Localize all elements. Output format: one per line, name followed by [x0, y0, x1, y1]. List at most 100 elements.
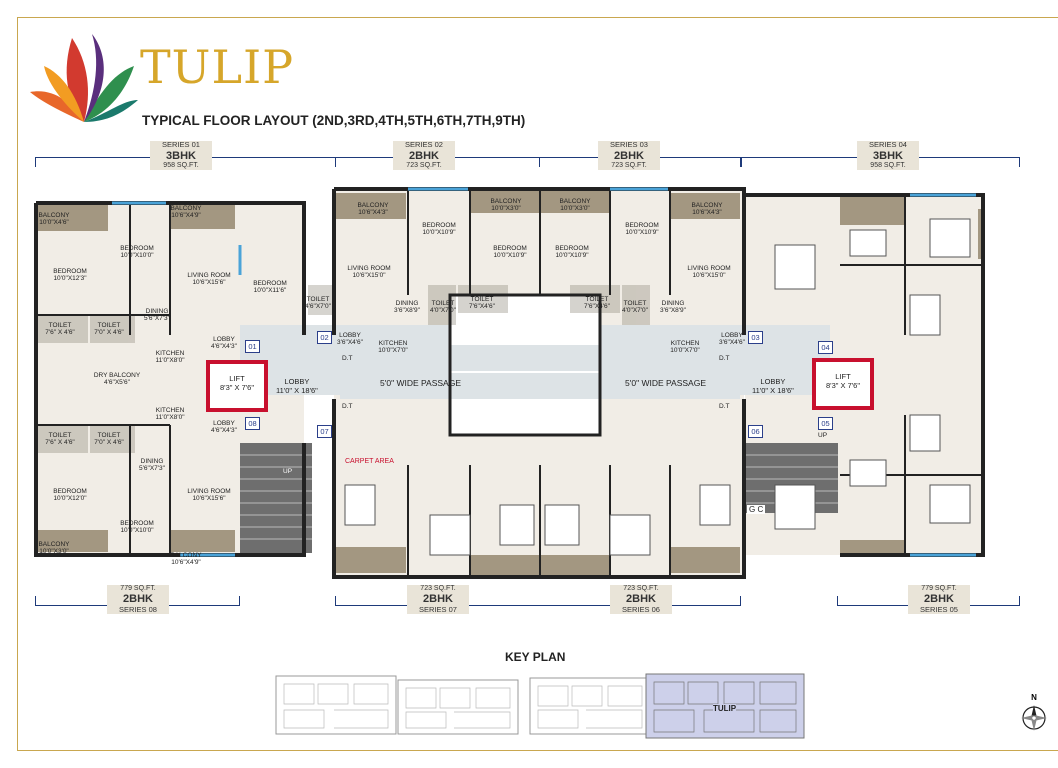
- unit-type: 2BHK: [924, 593, 954, 606]
- room-name: LOBBY: [721, 332, 743, 339]
- room-name: LIVING ROOM: [347, 265, 391, 272]
- unit-type: 2BHK: [409, 149, 439, 162]
- room-name: DINING: [140, 458, 164, 465]
- layout-subtitle: TYPICAL FLOOR LAYOUT (2ND,3RD,4TH,5TH,6T…: [142, 113, 526, 128]
- room-name: BEDROOM: [493, 245, 527, 252]
- up-left: UP: [283, 468, 293, 475]
- room-dim: 10'0"X3'0": [39, 548, 69, 556]
- lobby-right-dim: 11'0" X 18'6": [752, 385, 794, 395]
- room-name: KITCHEN: [155, 407, 185, 414]
- unit-area: 779 SQ.FT.: [921, 585, 957, 592]
- key-plan-diagram: [275, 673, 805, 739]
- room-name: DINING: [145, 308, 169, 315]
- room-name: TOILET: [48, 322, 72, 329]
- room-dim: 10'0"X12'0": [53, 495, 87, 503]
- room-name: BEDROOM: [555, 245, 589, 252]
- room-name: KITCHEN: [378, 340, 408, 347]
- room-dim: 3'6"X8'9": [660, 307, 686, 315]
- series-name: SERIES 04: [869, 140, 907, 149]
- room-dim: 10'0"X10'9": [422, 229, 456, 237]
- unit-number-08: 08: [245, 417, 260, 430]
- room-name: TOILET: [585, 296, 609, 303]
- page-frame: [17, 17, 1058, 751]
- unit-area: 723 SQ.FT.: [420, 585, 456, 592]
- room-dim: 10'6"X15'6": [192, 495, 226, 503]
- series-name: SERIES 02: [405, 140, 443, 149]
- unit-type: 3BHK: [166, 149, 196, 162]
- room-name: LIVING ROOM: [187, 488, 231, 495]
- unit-number-04: 04: [818, 341, 833, 354]
- unit-type: 2BHK: [123, 593, 153, 606]
- room-name: BEDROOM: [625, 222, 659, 229]
- unit-area: 723 SQ.FT.: [406, 162, 442, 170]
- room-name: TOILET: [431, 300, 455, 307]
- room-name: DINING: [395, 300, 419, 307]
- room-dim: 10'6"X15'0": [692, 272, 726, 280]
- unit-area: 723 SQ.FT.: [611, 162, 647, 170]
- carpet-area-label: CARPET AREA: [345, 458, 394, 465]
- room-dim: 4'0"X7'0": [622, 307, 648, 315]
- room-name: LOBBY: [339, 332, 361, 339]
- project-title: TULIP: [140, 40, 295, 94]
- room-dim: 10'6"X15'0": [352, 272, 386, 280]
- lift-left: LIFT 8'3" X 7'6": [206, 360, 268, 412]
- room-name: LOBBY: [213, 420, 235, 427]
- room-dim: 10'0"X10'9": [493, 252, 527, 260]
- unit-type: 2BHK: [626, 593, 656, 606]
- room-dim: 7'6" X 4'6": [45, 329, 75, 337]
- room-dim: 7'6" X 4'6": [45, 439, 75, 447]
- tulip-logo: [30, 34, 138, 122]
- room-dim: 10'0"X4'6": [39, 219, 69, 227]
- room-dim: 4'6"X4'3": [211, 427, 237, 435]
- room-name: LIVING ROOM: [687, 265, 731, 272]
- lift-left-dim: 8'3" X 7'6": [219, 383, 255, 392]
- unit-area: 723 SQ.FT.: [623, 585, 659, 592]
- room-name: KITCHEN: [670, 340, 700, 347]
- room-dim: 10'6"X4'3": [358, 209, 388, 217]
- room-name: TOILET: [97, 322, 121, 329]
- dt-4: D.T: [719, 403, 730, 410]
- room-dim: 3'6"X4'6": [719, 339, 745, 347]
- room-name: DINING: [661, 300, 685, 307]
- unit-number-02: 02: [317, 331, 332, 344]
- room-dim: 7'6"X4'6": [469, 303, 495, 311]
- series-name: SERIES 05: [920, 604, 958, 614]
- key-plan-title: KEY PLAN: [505, 650, 566, 664]
- room-name: BALCONY: [38, 212, 70, 219]
- room-dim: 10'0"X11'6": [253, 287, 287, 295]
- room-dim: 10'0"X3'0": [560, 205, 590, 213]
- room-dim: 10'6"X15'6": [192, 279, 226, 287]
- room-name: KITCHEN: [155, 350, 185, 357]
- room-dim: 10'6"X4'9": [171, 559, 201, 567]
- lobby-left-dim: 11'0" X 18'6": [276, 385, 318, 395]
- unit-area: 958 SQ.FT.: [163, 162, 199, 170]
- room-dim: 5'6"X7'3": [144, 315, 170, 323]
